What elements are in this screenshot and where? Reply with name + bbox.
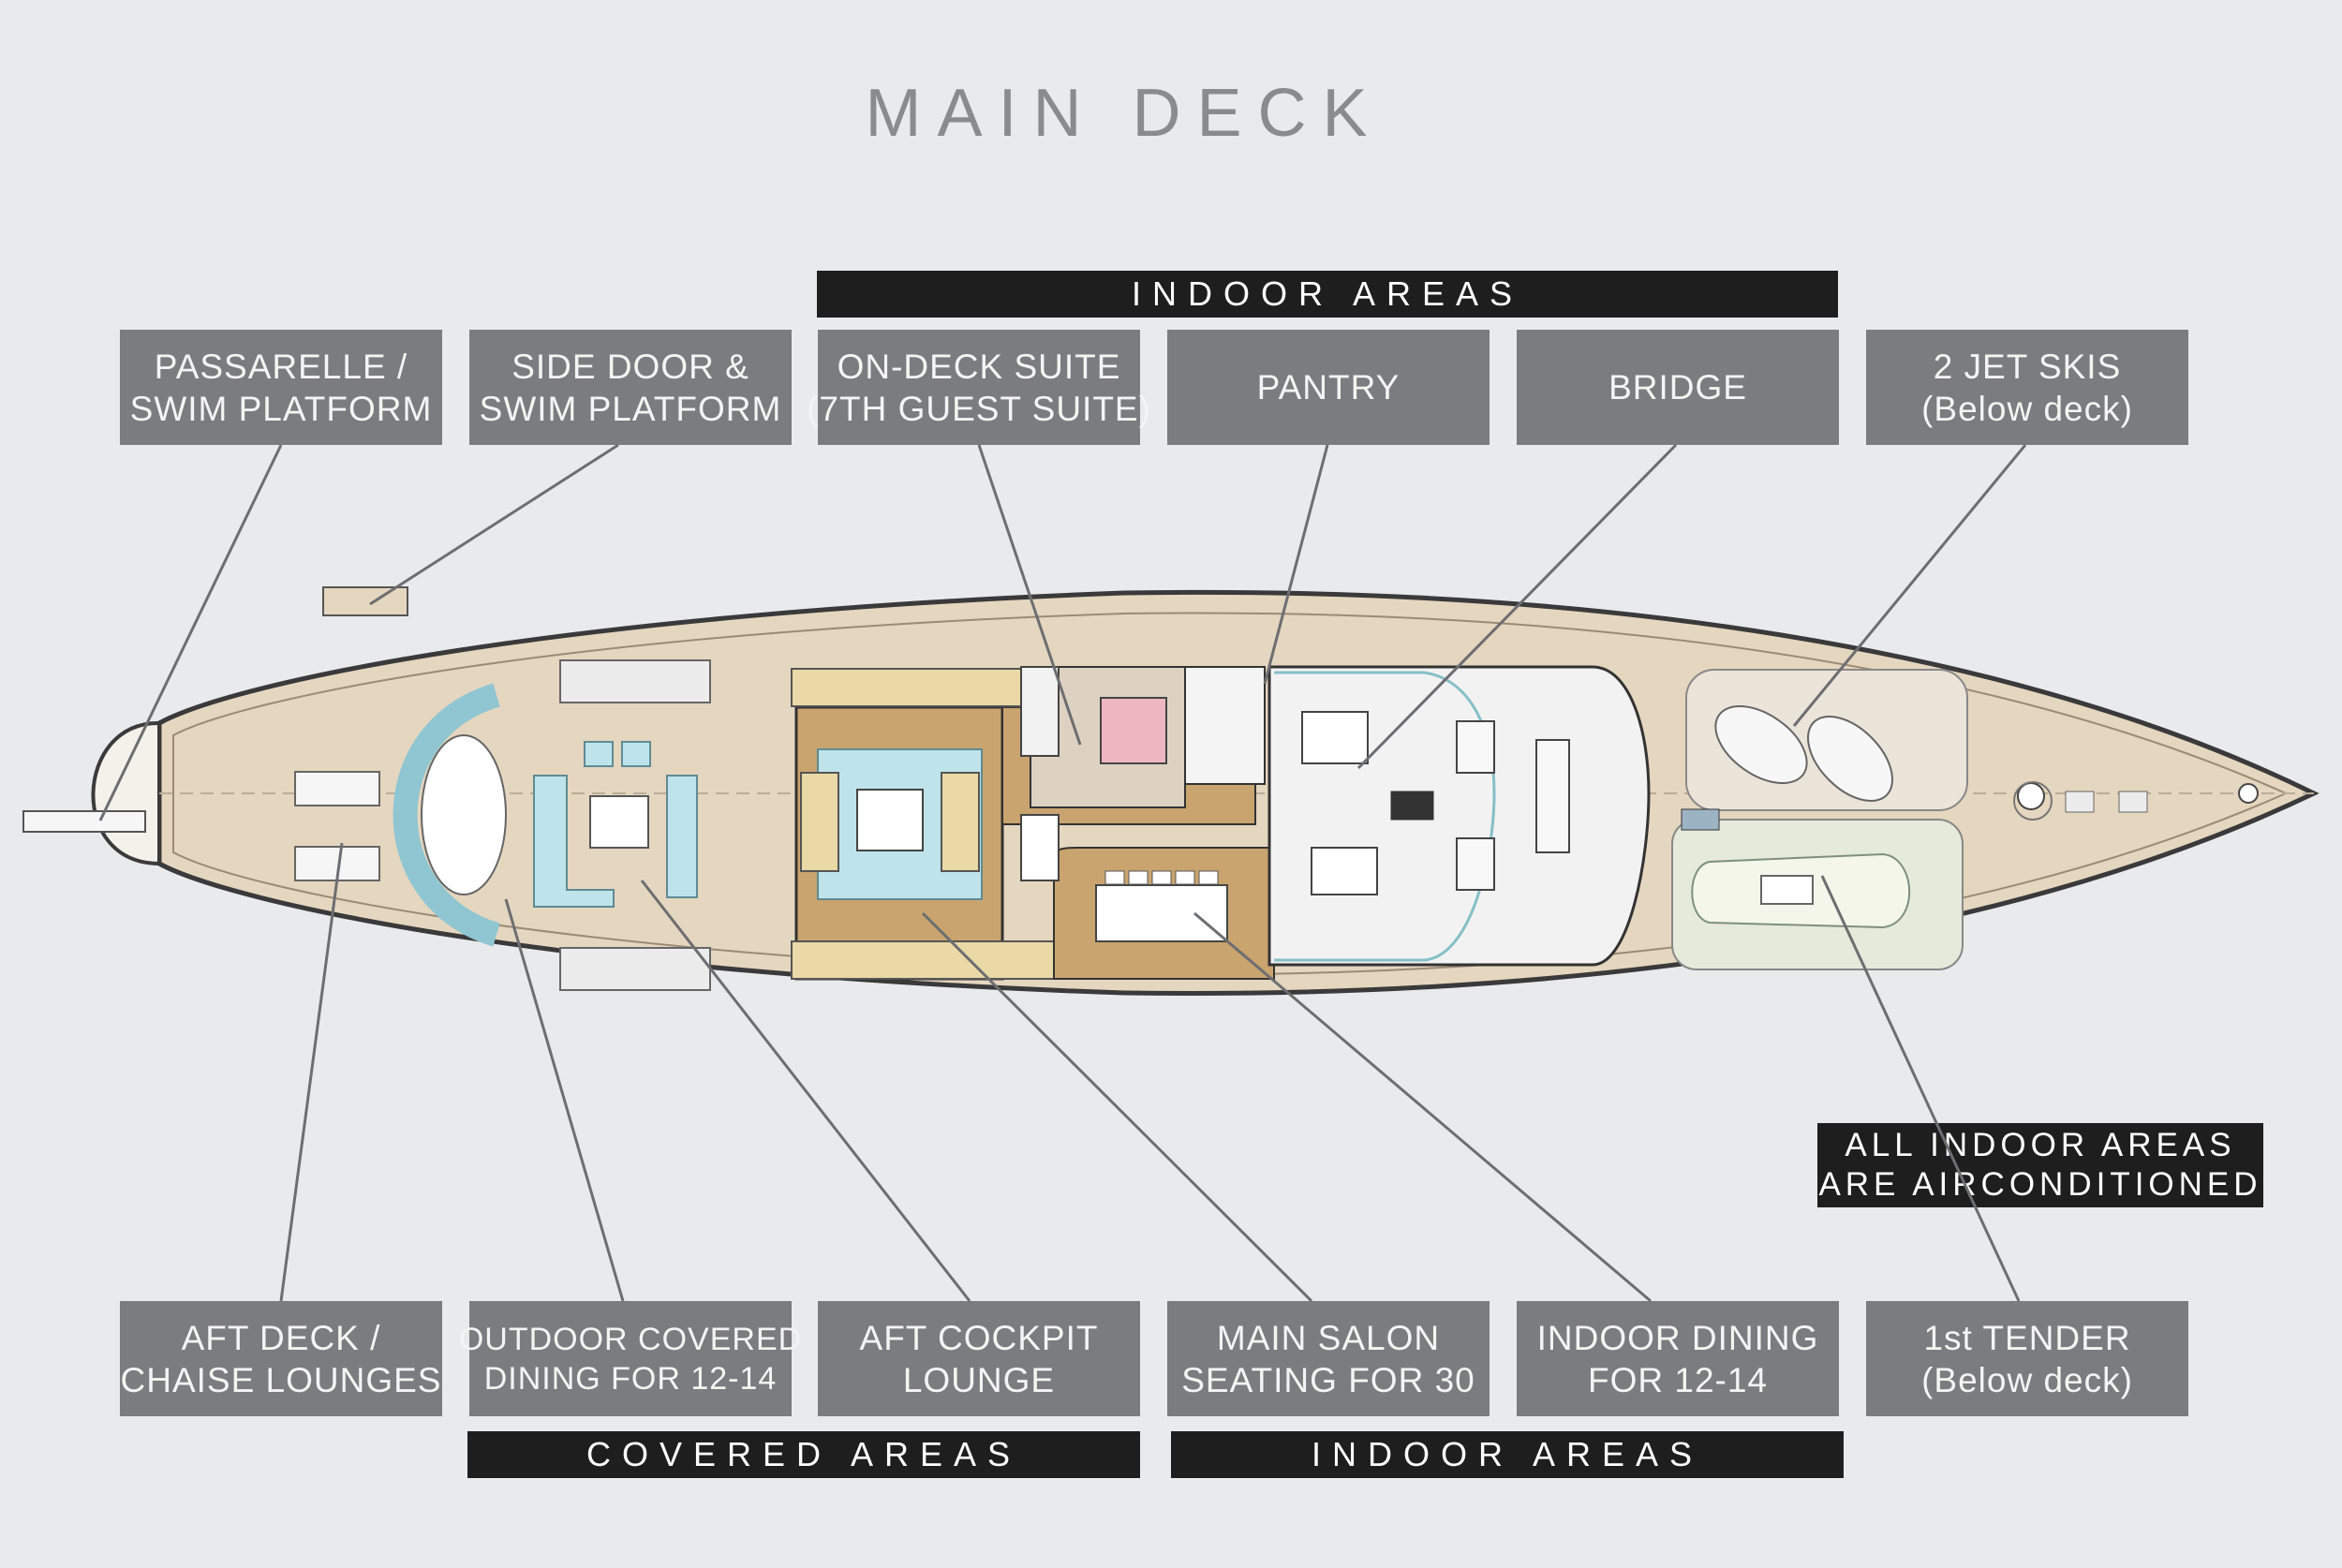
label-side-door: SIDE DOOR & SWIM PLATFORM xyxy=(469,330,792,445)
label-line: FOR 12-14 xyxy=(1587,1360,1768,1399)
label-line: AFT DECK / xyxy=(181,1318,381,1357)
leader-tender xyxy=(1820,875,2021,1302)
stairs xyxy=(1020,814,1060,881)
airconditioned-band: ALL INDOOR AREAS ARE AIRCONDITIONED xyxy=(1817,1123,2263,1207)
label-line: (7TH GUEST SUITE) xyxy=(807,389,1151,428)
label-line: MAIN SALON xyxy=(1216,1318,1441,1357)
salon-coffee-table xyxy=(856,789,924,851)
leader-aft-cockpit xyxy=(640,880,971,1302)
indoor-areas-top-band: INDOOR AREAS xyxy=(817,271,1838,318)
label-line: PASSARELLE / xyxy=(154,347,408,386)
label-line: INDOOR DINING xyxy=(1536,1318,1819,1357)
leader-outdoor-dining xyxy=(504,898,625,1302)
leader-passarelle xyxy=(98,444,283,821)
label-outdoor-dining: OUTDOOR COVERED DINING FOR 12-14 xyxy=(459,1301,801,1416)
leader-suite xyxy=(977,444,1082,746)
label-line: PANTRY xyxy=(1256,368,1401,407)
leader-lines xyxy=(98,443,2027,1303)
label-jet-skis: 2 JET SKIS (Below deck) xyxy=(1866,330,2188,445)
label-line: DINING FOR 12-14 xyxy=(483,1360,778,1397)
leader-jet-skis xyxy=(1792,444,2027,727)
covered-areas-text: COVERED AREAS xyxy=(586,1435,1022,1473)
passarelle xyxy=(22,810,146,833)
label-line: ON-DECK SUITE xyxy=(837,347,1121,386)
label-aft-deck: AFT DECK / CHAISE LOUNGES xyxy=(120,1301,442,1416)
deckhouse-top-aft xyxy=(559,659,711,703)
label-line: OUTDOOR COVERED xyxy=(458,1321,803,1357)
label-line: BRIDGE xyxy=(1608,368,1747,407)
chaise-lounges xyxy=(294,771,380,881)
dining-chairs xyxy=(1104,870,1219,885)
tender-console xyxy=(1760,875,1814,905)
leader-pantry xyxy=(1263,444,1329,685)
airconditioned-line1: ALL INDOOR AREAS xyxy=(1845,1127,2236,1163)
suite-ensuite xyxy=(1020,666,1060,757)
cockpit-sofa xyxy=(533,775,615,908)
pantry-room xyxy=(1184,666,1266,785)
covered-dining-table xyxy=(421,734,507,895)
label-line: (Below deck) xyxy=(1921,389,2133,428)
bridge-consoles xyxy=(1301,711,1570,895)
suite-bed xyxy=(1100,697,1167,764)
label-passarelle: PASSARELLE / SWIM PLATFORM xyxy=(120,330,442,445)
deckhouse-bottom-aft xyxy=(559,947,711,991)
label-line: 1st TENDER xyxy=(1923,1318,2131,1357)
leader-indoor-dining xyxy=(1193,911,1652,1303)
leader-main-salon xyxy=(921,911,1313,1303)
label-line: SWIM PLATFORM xyxy=(479,389,782,428)
label-aft-cockpit: AFT COCKPIT LOUNGE xyxy=(818,1301,1140,1416)
label-line: (Below deck) xyxy=(1921,1360,2133,1399)
label-bridge: BRIDGE xyxy=(1517,330,1839,445)
label-tender: 1st TENDER (Below deck) xyxy=(1866,1301,2188,1416)
indoor-areas-top-text: INDOOR AREAS xyxy=(1131,274,1524,313)
label-line: 2 JET SKIS xyxy=(1933,347,2122,386)
label-line: SEATING FOR 30 xyxy=(1181,1360,1475,1399)
bridge-glazing xyxy=(1274,671,1496,962)
page-title: MAIN DECK xyxy=(865,76,1384,151)
label-line: CHAISE LOUNGES xyxy=(120,1360,442,1399)
label-line: SIDE DOOR & xyxy=(511,347,749,386)
dining-table xyxy=(1095,884,1228,942)
label-line: LOUNGE xyxy=(902,1360,1056,1399)
label-line: SWIM PLATFORM xyxy=(129,389,433,428)
label-indoor-dining: INDOOR DINING FOR 12-14 xyxy=(1517,1301,1839,1416)
indoor-areas-bottom-band: INDOOR AREAS xyxy=(1171,1431,1844,1478)
cockpit-sofa-right xyxy=(666,775,698,898)
cockpit-stools xyxy=(584,741,651,767)
leader-bridge xyxy=(1356,443,1678,770)
transom xyxy=(91,720,161,866)
cockpit-table xyxy=(589,795,649,849)
covered-areas-band: COVERED AREAS xyxy=(467,1431,1140,1478)
label-on-deck-suite: ON-DECK SUITE (7TH GUEST SUITE) xyxy=(807,330,1150,445)
indoor-areas-bottom-text: INDOOR AREAS xyxy=(1311,1435,1704,1473)
covered-dining-bench xyxy=(393,683,500,947)
label-line: AFT COCKPIT xyxy=(859,1318,1099,1357)
side-swim-platform xyxy=(322,586,408,616)
salon-armchair-right xyxy=(941,772,980,872)
jet-skis xyxy=(1714,704,1893,802)
airconditioned-line2: ARE AIRCONDITIONED xyxy=(1818,1166,2262,1203)
label-pantry: PANTRY xyxy=(1167,330,1490,445)
foredeck-fittings xyxy=(1681,781,2259,831)
salon-armchair-left xyxy=(800,772,839,872)
leader-aft-deck xyxy=(279,842,344,1302)
label-main-salon: MAIN SALON SEATING FOR 30 xyxy=(1167,1301,1490,1416)
leader-side-door xyxy=(369,443,619,606)
